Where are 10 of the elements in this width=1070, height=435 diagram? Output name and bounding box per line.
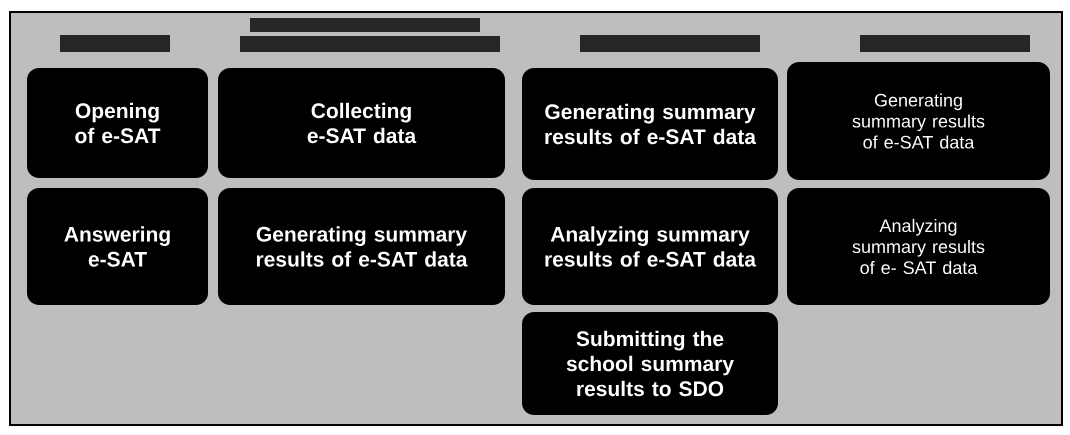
process-box: Submitting the school summary results to SDO	[522, 312, 778, 415]
process-box: Analyzing summary results of e- SAT data	[787, 188, 1050, 305]
process-box: Analyzing summary results of e-SAT data	[522, 188, 778, 305]
process-box: Answering e-SAT	[27, 188, 208, 305]
process-box: Opening of e-SAT	[27, 68, 208, 178]
heading-bar	[250, 18, 480, 32]
process-box: Generating summary results of e-SAT data	[218, 188, 505, 305]
process-box: Generating summary results of e-SAT data	[522, 68, 778, 180]
process-box: Collecting e-SAT data	[218, 68, 505, 178]
process-box: Generating summary results of e-SAT data	[787, 62, 1050, 180]
